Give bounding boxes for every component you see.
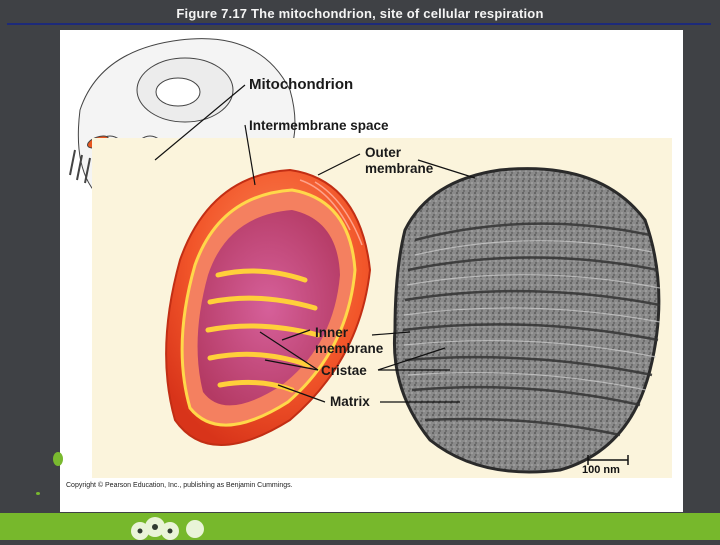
clover-icon <box>131 517 204 540</box>
bottom-accent-band <box>0 513 720 540</box>
mitochondrion-figure <box>69 38 672 478</box>
scale-bar-label: 100 nm <box>582 464 620 476</box>
label-outer-membrane: Outer membrane <box>365 145 434 176</box>
slide-title: Figure 7.17 The mitochondrion, site of c… <box>176 6 544 21</box>
label-cristae: Cristae <box>321 363 367 378</box>
leader-lines <box>154 84 476 403</box>
label-mitochondrion: Mitochondrion <box>249 76 354 93</box>
label-intermembrane-space: Intermembrane space <box>249 118 389 133</box>
decorative-dot <box>53 452 63 466</box>
em-micrograph <box>392 167 661 474</box>
figure-panel: Mitochondrion Intermembrane space Outer … <box>60 30 683 512</box>
label-matrix: Matrix <box>330 394 370 409</box>
label-inner-membrane: Inner membrane <box>315 325 384 356</box>
decorative-dot-small <box>36 492 40 495</box>
copyright-notice: Copyright © Pearson Education, Inc., pub… <box>66 482 293 489</box>
title-divider <box>7 23 711 25</box>
